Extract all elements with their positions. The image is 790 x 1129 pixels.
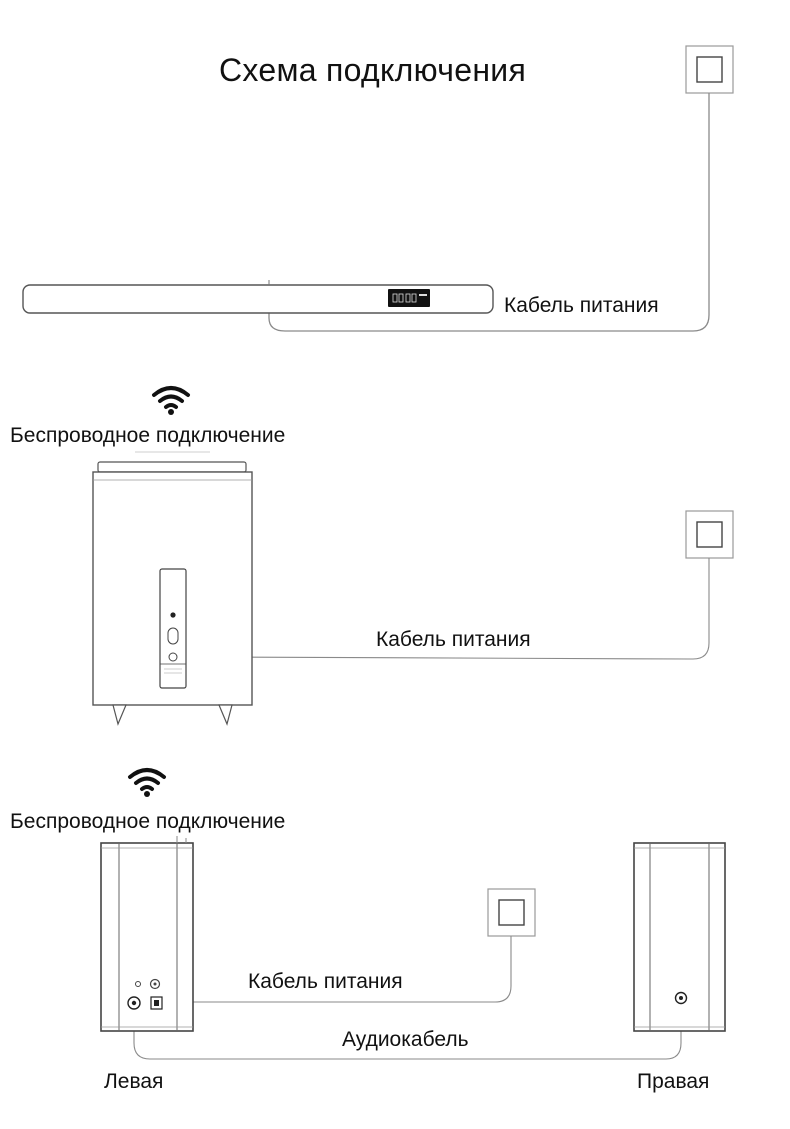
subwoofer bbox=[92, 451, 253, 726]
speakers-wireless-label: Беспроводное подключение bbox=[10, 810, 286, 833]
subwoofer-port-panel bbox=[159, 568, 187, 689]
speakers-power-cable-label: Кабель питания bbox=[248, 970, 403, 993]
wall-outlet-icon bbox=[685, 510, 734, 559]
wall-outlet-icon bbox=[487, 888, 536, 937]
left-speaker bbox=[100, 836, 194, 1032]
subwoofer-wireless-label: Беспроводное подключение bbox=[10, 424, 286, 447]
soundbar-display bbox=[388, 289, 430, 307]
wifi-icon bbox=[128, 768, 166, 797]
wifi-icon bbox=[152, 386, 190, 415]
soundbar bbox=[22, 280, 494, 314]
soundbar-power-cable-label: Кабель питания bbox=[504, 294, 659, 317]
page-title: Схема подключения bbox=[219, 52, 527, 88]
right-speaker bbox=[633, 842, 726, 1032]
soundbar-power-cable bbox=[268, 93, 710, 332]
speakers-audio-cable-label: Аудиокабель bbox=[342, 1028, 469, 1051]
speakers-power-cable bbox=[163, 936, 512, 1003]
right-speaker-label: Правая bbox=[637, 1070, 710, 1093]
subwoofer-power-cable bbox=[203, 558, 710, 660]
speakers-audio-cable bbox=[133, 1005, 682, 1060]
left-speaker-label: Левая bbox=[104, 1070, 164, 1093]
wall-outlet-icon bbox=[685, 45, 734, 94]
subwoofer-power-cable-label: Кабель питания bbox=[376, 628, 531, 651]
